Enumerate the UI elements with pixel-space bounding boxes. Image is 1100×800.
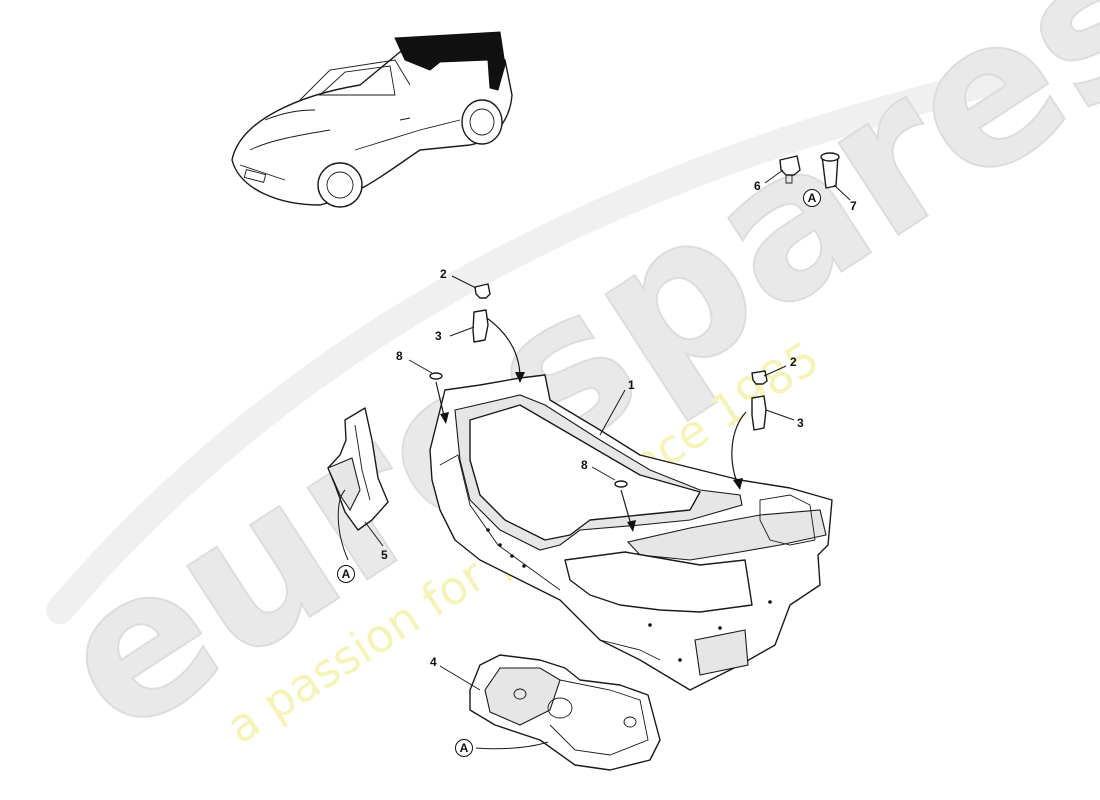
- part-1-floor-panel: [429, 374, 833, 691]
- assembly-arrows: [435, 317, 747, 532]
- leader-lines: [337, 169, 851, 750]
- callout-3-right: 3: [797, 416, 804, 430]
- watermark-brand: eurospares: [19, 0, 1100, 780]
- reference-a-label-2: A: [342, 567, 351, 581]
- part-4-lower-tray: [469, 654, 661, 771]
- callout-5: 5: [381, 548, 388, 562]
- callout-2-upper: 2: [440, 267, 447, 281]
- callout-4: 4: [430, 655, 437, 669]
- part-6-clip: [779, 155, 801, 184]
- reference-a-marker-2: A: [337, 565, 355, 583]
- part-3-hose-right: [751, 395, 767, 431]
- part-3-hose-upper: [472, 309, 489, 343]
- callout-7: 7: [850, 199, 857, 213]
- callout-6: 6: [754, 179, 761, 193]
- callout-8-left: 8: [396, 349, 403, 363]
- car-overview-illustration: [231, 31, 513, 208]
- reference-a-marker-1: A: [803, 189, 821, 207]
- part-5-side-trim: [327, 407, 389, 531]
- part-2-grommet-right: [751, 370, 768, 385]
- reference-a-marker-3: A: [455, 739, 473, 757]
- reference-a-label-3: A: [460, 741, 469, 755]
- callout-3-upper: 3: [435, 329, 442, 343]
- reference-a-label-1: A: [808, 191, 817, 205]
- part-7-sleeve: [820, 152, 840, 189]
- callout-labels: 1 2 2 3 3 4 5 6 7 8 8: [381, 179, 857, 669]
- part-8-plug-left: [429, 372, 443, 380]
- callout-2-right: 2: [790, 355, 797, 369]
- part-2-grommet-upper: [474, 283, 491, 299]
- watermark: eurospares a passion for parts since 198…: [18, 0, 1100, 781]
- callout-8-center: 8: [581, 458, 588, 472]
- callout-1: 1: [628, 378, 635, 392]
- part-8-plug-center: [614, 480, 628, 488]
